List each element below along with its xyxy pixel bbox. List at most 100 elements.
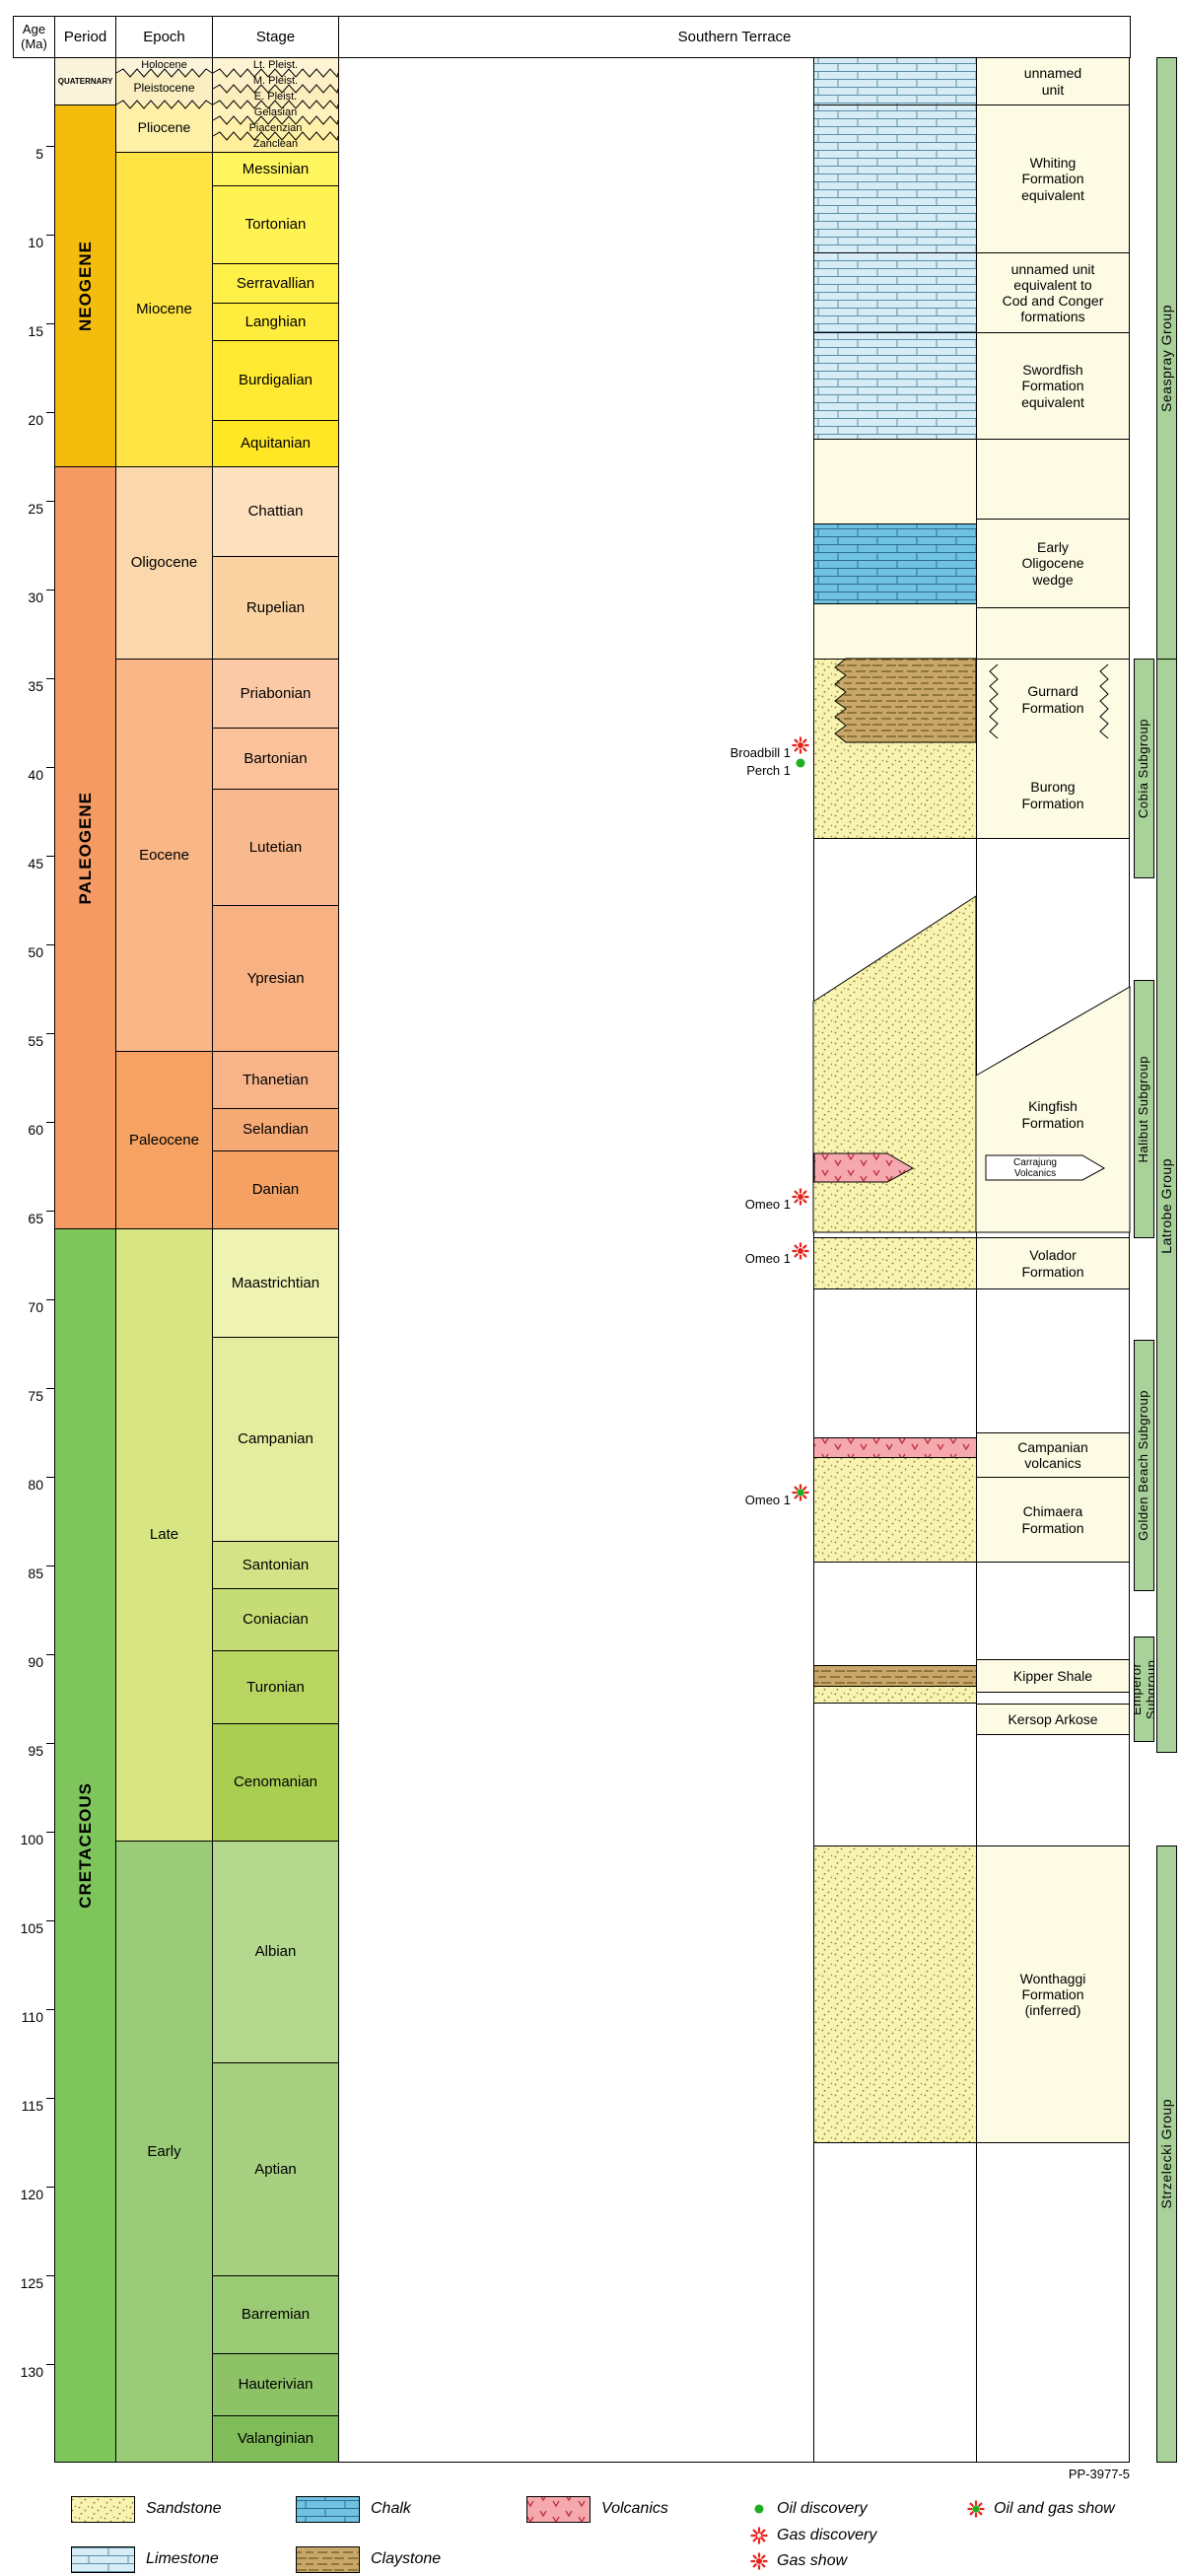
stage-e-pleist: E. Pleist. (213, 89, 338, 104)
formation-label-burong: Burong Formation (1021, 779, 1084, 811)
lith-sandstone-12 (813, 1845, 977, 2143)
stage-langhian: Langhian (212, 303, 339, 341)
legend-icon-gas-discovery-center (755, 2532, 763, 2540)
bar-halibut-subgroup: Halibut Subgroup (1134, 980, 1154, 1238)
period-paleogene: PALEOGENE (54, 466, 116, 1229)
legend-swatch-sandstone (71, 2496, 135, 2523)
period-neogene: NEOGENE (54, 104, 116, 467)
legend-swatch-limestone (71, 2546, 135, 2573)
stage-m-pleist: M. Pleist. (213, 73, 338, 89)
legend-label-sandstone: Sandstone (146, 2500, 222, 2517)
stage-chattian: Chattian (212, 466, 339, 557)
formation-label-box-campanian: Campanian volcanics (976, 1432, 1130, 1478)
bar-strzelecki-group: Strzelecki Group (1156, 1845, 1177, 2463)
stage-selandian: Selandian (212, 1108, 339, 1151)
well-icon-oil-and-gas-show-rays (792, 1484, 809, 1501)
bar-cobia-subgroup: Cobia Subgroup (1134, 659, 1154, 878)
well-icon-gas-show-rays (792, 1188, 809, 1206)
formation-label-carrajung-volcanics: Carrajung Volcanics (1013, 1157, 1057, 1179)
formation-label-box-chimaera: Chimaera Formation (976, 1477, 1130, 1563)
epoch-paleocene: Paleocene (115, 1051, 213, 1229)
lith-sandstone-kingfish (812, 895, 977, 1233)
stage-priabonian: Priabonian (212, 659, 339, 729)
bar-label: Seaspray Group (1158, 305, 1175, 412)
stage-valanginian: Valanginian (212, 2415, 339, 2463)
formation-label-box-blank (976, 439, 1130, 520)
stage-coniacian: Coniacian (212, 1588, 339, 1651)
period-label: CRETACEOUS (75, 1782, 95, 1909)
lith-limestone-0 (813, 57, 977, 105)
lith-sandstone-6 (813, 659, 977, 839)
legend-label-oil-and-gas-show: Oil and gas show (994, 2500, 1115, 2517)
period-quaternary: QUATERNARY (54, 57, 116, 105)
formation-label-box-wonthaggi: Wonthaggi Formation (inferred) (976, 1845, 1130, 2143)
stage-hauterivian: Hauterivian (212, 2353, 339, 2416)
formation-label-box-whiting: Whiting Formation equivalent (976, 104, 1130, 253)
bar-emperor-subgroup: Emperor Subgroup (1134, 1636, 1154, 1742)
stage-lt-pleist: Lt. Pleist. (213, 58, 338, 73)
formation-label-box-kersop-arkose: Kersop Arkose (976, 1704, 1130, 1735)
lith-claystone-gurnard (834, 658, 977, 743)
well-icon-oil-and-gas-show (792, 1484, 809, 1501)
formation-label-box-blank (976, 607, 1130, 660)
epoch-early: Early (115, 1841, 213, 2463)
well-icon-gas-show (792, 736, 809, 754)
legend-icon-gas-show (750, 2552, 768, 2570)
formation-label-box-volador: Volador Formation (976, 1237, 1130, 1289)
stage-gelasian: Gelasian (213, 104, 338, 120)
stage-campanian: Campanian (212, 1337, 339, 1542)
header-stage: Stage (212, 16, 339, 58)
stage-zanclean: Zanclean (213, 136, 338, 152)
bar-label: Halibut Subgroup (1136, 1055, 1151, 1163)
epoch-late: Late (115, 1228, 213, 1842)
lith-volcanics-8 (813, 1437, 977, 1458)
bar-label: Strzelecki Group (1158, 2099, 1175, 2209)
lith-sandstone-7 (813, 1237, 977, 1289)
formation-label-box-unnamed: unnamed unit (976, 57, 1130, 105)
epoch-holocene: Holocene (116, 58, 212, 73)
well-icon-gas-show (792, 1242, 809, 1260)
well-icon-gas-show-center (798, 742, 803, 748)
well-icon-gas-show-center (798, 1248, 803, 1254)
legend-label-gas-show: Gas show (777, 2552, 848, 2569)
legend-icon-gas-discovery (750, 2527, 768, 2544)
lith-claystone-10 (813, 1665, 977, 1687)
stage-barremian: Barremian (212, 2275, 339, 2354)
lith-chalk-5 (813, 523, 977, 604)
period-label: PALEOGENE (75, 791, 95, 905)
well-icon-gas-show-rays (792, 736, 809, 754)
header-epoch: Epoch (115, 16, 213, 58)
lith-cream-4 (813, 439, 977, 660)
well-icon-gas-show (792, 1188, 809, 1206)
lith-sandstone-9 (813, 1457, 977, 1563)
period-label: NEOGENE (75, 240, 95, 332)
formation-label-gurnard: Gurnard Formation (1021, 683, 1084, 716)
epoch-eocene: Eocene (115, 659, 213, 1052)
bar-label: Latrobe Group (1158, 1157, 1175, 1254)
bar-label: Emperor Subgroup (1134, 1659, 1154, 1719)
well-icon-oil-discovery (796, 758, 805, 768)
formation-label-box-kipper-shale: Kipper Shale (976, 1659, 1130, 1693)
stage-lutetian: Lutetian (212, 789, 339, 906)
legend-label-gas-discovery: Gas discovery (777, 2527, 877, 2543)
header-period: Period (54, 16, 116, 58)
legend-icon-gas-show-center (756, 2558, 762, 2564)
lith-limestone-1 (813, 104, 977, 253)
formation-label-box-swordfish: Swordfish Formation equivalent (976, 332, 1130, 440)
legend-icon-gas-discovery-rays (750, 2527, 768, 2544)
legend-label-chalk: Chalk (371, 2500, 411, 2517)
well-icon-oil-and-gas-show-center (797, 1489, 804, 1497)
epoch-pleistocene: Pleistocene (116, 73, 212, 104)
bar-label: Cobia Subgroup (1136, 719, 1151, 818)
stage-albian: Albian (212, 1841, 339, 2063)
lith-sandstone-11 (813, 1686, 977, 1704)
stage-rupelian: Rupelian (212, 556, 339, 660)
formation-label-kingfish: Kingfish Formation (1021, 1098, 1084, 1131)
formation-label-box-early: Early Oligocene wedge (976, 519, 1130, 608)
bar-latrobe-group: Latrobe Group (1156, 659, 1177, 1753)
header-age-ma: Age (Ma) (13, 16, 55, 58)
header-area-title: Southern Terrace (338, 16, 1131, 58)
lith-limestone-3 (813, 332, 977, 440)
lith-volcanics-carrajung (813, 1152, 915, 1183)
